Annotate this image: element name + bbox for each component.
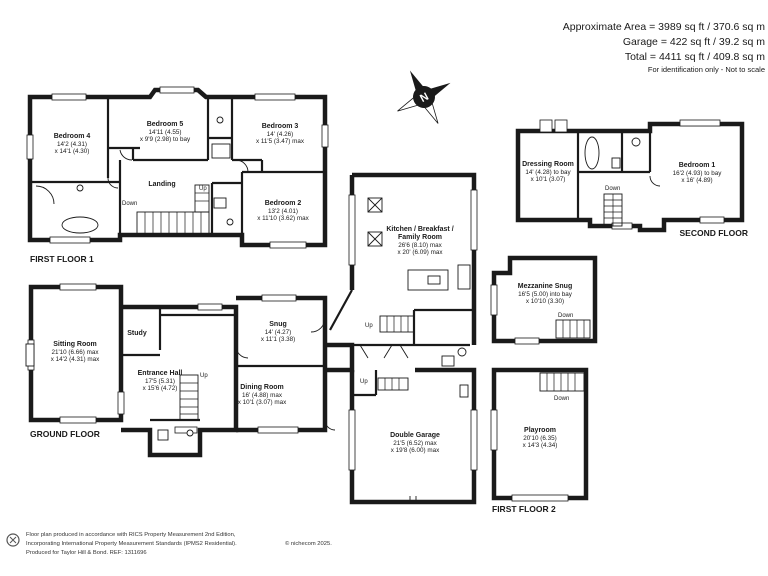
ff1-up-label: Up	[199, 186, 207, 192]
dining-room-dim1: 16' (4.88) max	[242, 392, 283, 399]
playroom-dim2: x 14'3 (4.34)	[523, 442, 558, 449]
footer-line1: Floor plan produced in accordance with R…	[26, 532, 236, 538]
bedroom1-dim2: x 16' (4.89)	[681, 177, 712, 184]
playroom-dim1: 20'10 (6.35)	[523, 435, 556, 442]
bedroom5-name: Bedroom 5	[147, 121, 184, 128]
bedroom4-name: Bedroom 4	[54, 133, 91, 140]
bedroom5-dim1: 14'11 (4.55)	[149, 129, 182, 136]
bedroom2-name: Bedroom 2	[265, 200, 302, 207]
total-area-text: Total = 4411 sq ft / 409.8 sq m	[625, 51, 765, 63]
footer-line3: Produced for Taylor Hill & Bond. REF: 13…	[26, 550, 147, 556]
bedroom4-dim1: 14'2 (4.31)	[57, 141, 87, 148]
dressing-room-dim1: 14' (4.28) to bay	[525, 169, 571, 176]
mezzanine-dim2: x 10'10 (3.30)	[526, 298, 564, 305]
entrance-hall-name: Entrance Hall	[138, 370, 183, 377]
first-floor-1-title: FIRST FLOOR 1	[30, 254, 94, 264]
study-name: Study	[127, 330, 147, 337]
bedroom4-dim2: x 14'1 (4.30)	[55, 148, 90, 155]
mezzanine-name: Mezzanine Snug	[518, 283, 572, 290]
gf-up-hall-label: Up	[200, 373, 208, 379]
mezz-down-label: Down	[558, 313, 573, 319]
bedroom1-name: Bedroom 1	[679, 162, 716, 169]
kitchen-dim2: x 20' (6.09) max	[398, 249, 444, 256]
bedroom2-dim1: 13'2 (4.01)	[268, 208, 298, 215]
playroom-name: Playroom	[524, 427, 556, 434]
area-summary: Approximate Area = 3989 sq ft / 370.6 sq…	[563, 21, 766, 74]
dressing-room-name: Dressing Room	[522, 161, 574, 168]
first-floor-2-plan: Down Playroom 20'10 (6.35) x 14'3 (4.34)…	[490, 367, 589, 514]
garage-dim2: x 19'8 (6.00) max	[391, 447, 440, 454]
footer-brand: © nichecom 2025.	[285, 540, 332, 547]
entrance-hall-dim2: x 15'6 (4.72)	[143, 385, 178, 392]
landing-name: Landing	[148, 181, 175, 188]
bedroom3-dim1: 14' (4.26)	[267, 131, 293, 138]
entrance-hall-dim1: 17'5 (5.31)	[145, 378, 175, 385]
second-floor-plan: Dressing Room 14' (4.28) to bay x 10'1 (…	[515, 119, 748, 238]
mezzanine-dim1: 16'5 (5.00) into bay	[518, 291, 573, 298]
snug-name: Snug	[269, 321, 287, 328]
snug-dim2: x 11'1 (3.38)	[261, 336, 295, 343]
sitting-room-dim1: 21'10 (6.66) max	[51, 349, 99, 356]
bedroom3-dim2: x 11'5 (3.47) max	[256, 138, 305, 145]
first-floor-2-title: FIRST FLOOR 2	[492, 504, 556, 514]
sitting-room-name: Sitting Room	[53, 341, 97, 348]
scale-note: For identification only - Not to scale	[648, 65, 765, 74]
dining-room-dim2: x 10'1 (3.07) max	[238, 399, 287, 406]
second-floor-title: SECOND FLOOR	[680, 228, 748, 238]
sf-down-label: Down	[605, 186, 620, 192]
gf-up-snug-label: Up	[365, 323, 373, 329]
approx-area-text: Approximate Area = 3989 sq ft / 370.6 sq…	[563, 21, 765, 33]
gf-up-garage-label: Up	[360, 379, 368, 385]
mezzanine-plan: Mezzanine Snug 16'5 (5.00) into bay x 10…	[490, 255, 598, 345]
kitchen-name-line2: Family Room	[398, 234, 442, 241]
sitting-room-dim2: x 14'2 (4.31) max	[51, 356, 100, 363]
ff1-down-label: Down	[122, 201, 137, 207]
kitchen-dim1: 26'6 (8.10) max	[398, 242, 442, 249]
kitchen-name-line1: Kitchen / Breakfast /	[386, 226, 453, 233]
bedroom1-dim1: 16'2 (4.93) to bay	[673, 170, 723, 177]
footer-line2: Incorporating International Property Mea…	[26, 541, 237, 547]
rics-logo-icon	[6, 533, 20, 547]
dining-room-name: Dining Room	[240, 384, 284, 391]
bedroom3-name: Bedroom 3	[262, 123, 299, 130]
bedroom2-dim2: x 11'10 (3.62) max	[257, 215, 309, 222]
ff2-down-label: Down	[554, 396, 569, 402]
ground-floor-title: GROUND FLOOR	[30, 429, 100, 439]
bedroom5-dim2: x 9'9 (2.98) to bay	[140, 136, 191, 143]
garage-area-text: Garage = 422 sq ft / 39.2 sq m	[623, 36, 765, 48]
compass-icon: N	[397, 70, 451, 124]
dressing-room-dim2: x 10'1 (3.07)	[531, 176, 566, 183]
first-floor-1-plan: Bedroom 4 14'2 (4.31) x 14'1 (4.30) Bedr…	[26, 86, 329, 264]
garage-dim1: 21'5 (6.52) max	[393, 440, 437, 447]
snug-dim1: 14' (4.27)	[265, 329, 291, 336]
ground-floor-plan: Sitting Room 21'10 (6.66) max x 14'2 (4.…	[25, 172, 478, 505]
footer: Floor plan produced in accordance with R…	[6, 532, 332, 556]
garage-name: Double Garage	[390, 432, 440, 439]
